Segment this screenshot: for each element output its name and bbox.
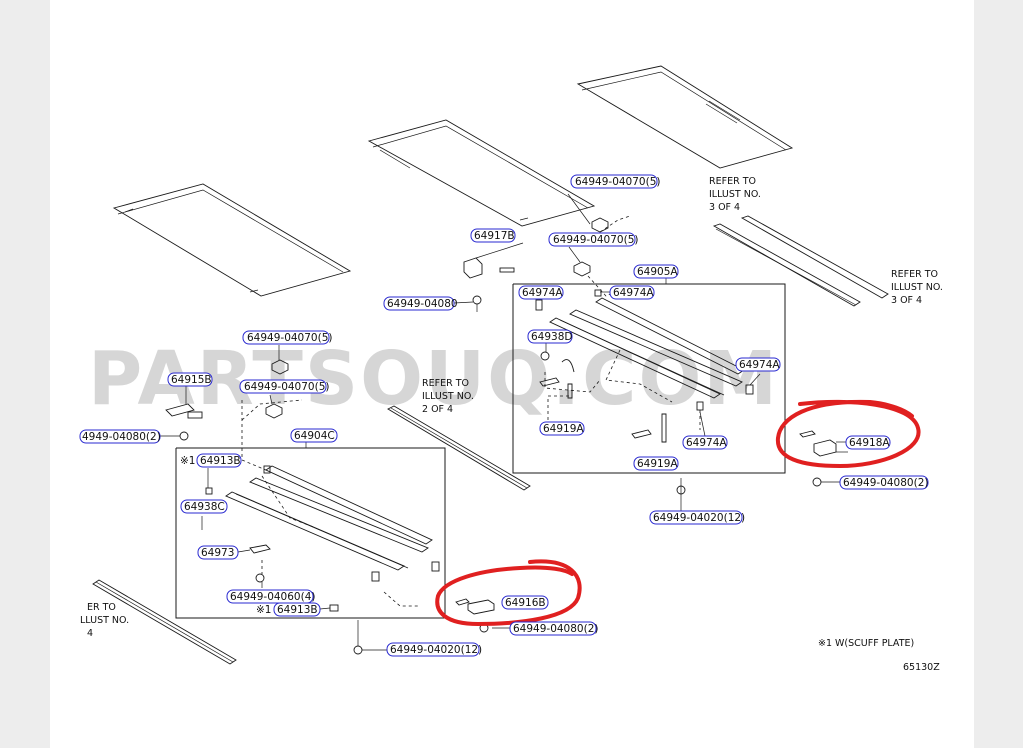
part-number[interactable]: 64918A — [849, 437, 890, 449]
part-label[interactable]: 64974A — [609, 285, 655, 300]
part-label[interactable]: 64949-04080(2) — [509, 621, 598, 636]
part-number[interactable]: 64938D — [531, 331, 573, 343]
diagram-sheet: PARTSOUQ.COM — [50, 0, 974, 748]
part-label[interactable]: 64938D — [527, 329, 573, 344]
part-number[interactable]: 64974A — [739, 359, 780, 371]
strip-refer-left — [92, 579, 237, 665]
refer-line: LLUST NO. — [80, 615, 129, 626]
part-label[interactable]: 64949-04070(5) — [548, 232, 638, 247]
refer-line: 2 OF 4 — [422, 404, 453, 415]
refer-line: ILLUST NO. — [891, 282, 943, 293]
part-number[interactable]: 64904C — [294, 430, 335, 442]
part-label[interactable]: 64915B — [167, 372, 213, 387]
part-label[interactable]: 64938C — [180, 499, 228, 514]
part-number[interactable]: 64949-04020(12) — [390, 644, 482, 656]
part-number[interactable]: 64917B — [474, 230, 515, 242]
part-64918A-drawing — [799, 430, 848, 487]
part-number[interactable]: 64949-04060(4) — [230, 591, 315, 603]
refer-note-3of4-b: REFER TO ILLUST NO. 3 OF 4 — [891, 269, 943, 306]
footnote: ※1 W(SCUFF PLATE) — [818, 638, 914, 649]
part-label[interactable]: 64919A — [633, 456, 679, 471]
part-label[interactable]: 64949-04020(12) — [649, 510, 745, 525]
part-label[interactable]: 64973 — [197, 545, 239, 560]
part-label[interactable]: 64949-04070(5) — [242, 330, 332, 345]
part-number[interactable]: 4949-04080(2) — [82, 431, 161, 443]
part-number[interactable]: 64905A — [637, 266, 678, 278]
rail-refer-3of4 — [712, 215, 889, 307]
part-label[interactable]: 64949-04020(12) — [386, 642, 482, 657]
refer-line: 4 — [87, 628, 93, 639]
refer-line: 3 OF 4 — [709, 202, 740, 213]
part-label[interactable]: ※1 64913B — [180, 453, 242, 468]
refer-line: ILLUST NO. — [422, 391, 474, 402]
part-label[interactable]: 64916B — [501, 595, 549, 610]
part-label[interactable]: 64949-04070(5) — [239, 379, 329, 394]
part-number[interactable]: 64949-04080 — [387, 298, 458, 310]
parts-diagram: PARTSOUQ.COM — [79, 65, 943, 673]
part-number[interactable]: 64916B — [505, 597, 546, 609]
clips-left — [165, 359, 363, 655]
part-label[interactable]: 4949-04080(2) — [79, 429, 161, 444]
part-number[interactable]: 64949-04020(12) — [653, 512, 745, 524]
floor-panel-center — [367, 119, 596, 227]
refer-line: REFER TO — [709, 176, 756, 187]
part-number[interactable]: 64949-04080(2) — [513, 623, 598, 635]
part-number[interactable]: 64938C — [184, 501, 225, 513]
part-label[interactable]: ※1 64913B — [256, 602, 321, 617]
part-label[interactable]: 64974A — [682, 435, 728, 450]
part-64916B-drawing — [455, 598, 495, 633]
figure-code: 65130Z — [903, 662, 940, 673]
refer-line: 3 OF 4 — [891, 295, 922, 306]
part-number[interactable]: 64919A — [543, 423, 584, 435]
highlight-circle-64918A — [775, 399, 921, 469]
floor-panel-left — [112, 183, 352, 297]
part-label[interactable]: 64918A — [845, 435, 891, 450]
part-number[interactable]: 64919A — [637, 458, 678, 470]
part-number[interactable]: 64973 — [201, 547, 234, 559]
part-label[interactable]: 64949-04080 — [383, 296, 458, 311]
part-number[interactable]: 64949-04070(5) — [247, 332, 332, 344]
part-number[interactable]: 64974A — [613, 287, 654, 299]
part-number[interactable]: 64949-04070(5) — [244, 381, 329, 393]
part-number[interactable]: 64949-04080(2) — [843, 477, 928, 489]
part-label[interactable]: 64904C — [290, 428, 338, 443]
part-number[interactable]: 64915B — [171, 374, 212, 386]
refer-line: REFER TO — [422, 378, 469, 389]
part-label[interactable]: 64917B — [470, 228, 516, 243]
part-label[interactable]: 64905A — [633, 264, 679, 279]
part-number[interactable]: 64949-04070(5) — [575, 176, 660, 188]
part-label[interactable]: 64974A — [735, 357, 781, 372]
part-number[interactable]: 64913B — [277, 604, 318, 616]
part-label[interactable]: 64919A — [539, 421, 585, 436]
part-label[interactable]: 64949-04060(4) — [226, 589, 315, 604]
strip-refer-2of4 — [387, 405, 531, 491]
part-label[interactable]: 64949-04080(2) — [839, 475, 929, 490]
refer-note-3of4-a: REFER TO ILLUST NO. 3 OF 4 — [709, 176, 761, 213]
part-number[interactable]: 64913B — [200, 455, 241, 467]
refer-line: REFER TO — [891, 269, 938, 280]
part-number[interactable]: 64949-04070(5) — [553, 234, 638, 246]
part-label[interactable]: 64974A — [518, 285, 564, 300]
highlight-circle-64916B — [435, 559, 582, 627]
refer-line: ER TO — [87, 602, 116, 613]
note-marker: ※1 — [256, 604, 271, 616]
refer-note-left: ER TO LLUST NO. 4 — [80, 602, 129, 639]
part-label[interactable]: 64949-04070(5) — [570, 174, 660, 189]
note-marker: ※1 — [180, 455, 195, 467]
refer-note-2of4: REFER TO ILLUST NO. 2 OF 4 — [422, 378, 474, 415]
floor-panel-right — [576, 65, 794, 169]
part-number[interactable]: 64974A — [522, 287, 563, 299]
assembly-box-64905A — [512, 278, 786, 474]
part-number[interactable]: 64974A — [686, 437, 727, 449]
refer-line: ILLUST NO. — [709, 189, 761, 200]
